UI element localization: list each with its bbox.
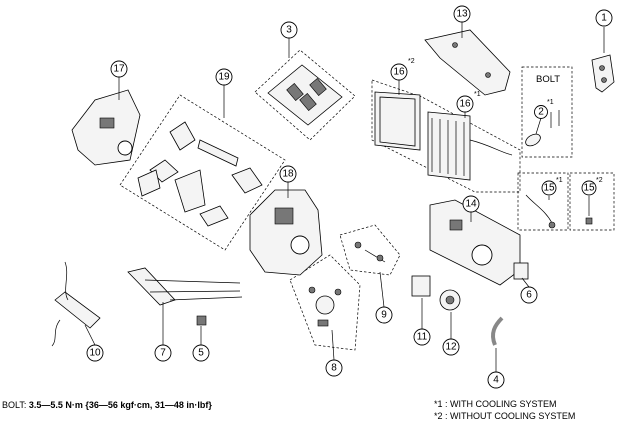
- svg-text:14: 14: [465, 199, 477, 210]
- callout-16b: 16: [456, 95, 474, 113]
- svg-text:6: 6: [526, 290, 532, 301]
- callout-14: 14: [462, 195, 480, 213]
- group-box-15a: [517, 172, 569, 231]
- svg-text:11: 11: [417, 332, 428, 343]
- part-heater-case-upper: [71, 89, 141, 166]
- part-resistor: [411, 275, 431, 297]
- part-pad: [591, 54, 615, 93]
- svg-text:4: 4: [493, 375, 499, 386]
- svg-text:10: 10: [89, 348, 101, 359]
- svg-text:3: 3: [286, 25, 292, 36]
- legend-item: *1 : WITH COOLING SYSTEM: [434, 399, 557, 409]
- part-linkage: [354, 241, 386, 263]
- part-motor-assembly: [308, 286, 342, 327]
- part-blower-motor: [439, 289, 461, 311]
- part-filter-a: [374, 91, 421, 151]
- svg-text:5: 5: [198, 348, 204, 359]
- callout-12: 12: [442, 338, 460, 356]
- bolt-torque-spec: BOLT: 3.5—5.5 N·m {36—56 kgf·cm, 31—48 i…: [2, 400, 212, 411]
- svg-text:17: 17: [113, 64, 125, 75]
- callout-3: 3: [280, 21, 298, 39]
- group-box-8: [289, 254, 361, 351]
- part-sensor-clip: [585, 217, 593, 225]
- callout-4: 4: [487, 371, 505, 389]
- svg-text:15: 15: [543, 183, 555, 194]
- callout-13: 13: [453, 5, 471, 23]
- group-box-19: [119, 94, 286, 251]
- callout-11: 11: [413, 328, 431, 346]
- callout-17: 17: [110, 60, 128, 78]
- part-evaporator: [427, 111, 513, 181]
- svg-text:8: 8: [331, 363, 337, 374]
- part-lower-case: [429, 199, 521, 286]
- mark-15a: *1: [556, 177, 563, 184]
- mark-16b: *1: [474, 91, 481, 98]
- svg-text:16: 16: [393, 67, 405, 78]
- callout-1: 1: [595, 9, 613, 27]
- group-box-9: [339, 224, 401, 276]
- callout-9: 9: [375, 306, 393, 324]
- mark-16a: *2: [408, 58, 415, 65]
- callout-2: 2: [534, 105, 548, 119]
- part-sensor-lead: [525, 194, 556, 229]
- svg-text:12: 12: [445, 342, 457, 353]
- svg-text:15: 15: [583, 183, 595, 194]
- svg-text:7: 7: [160, 348, 166, 359]
- svg-text:18: 18: [282, 169, 294, 180]
- svg-text:9: 9: [381, 310, 387, 321]
- part-door-set: [137, 121, 263, 227]
- part-heater-core: [127, 267, 243, 306]
- part-wiring-module: [51, 261, 101, 347]
- part-filter-frame: [267, 64, 343, 126]
- group-box-15b: [569, 172, 615, 231]
- part-drain-hose: [491, 316, 504, 346]
- part-heater-unit: [249, 189, 323, 276]
- callout-10: 10: [86, 344, 104, 362]
- callout-18: 18: [279, 165, 297, 183]
- callout-6: 6: [520, 286, 538, 304]
- svg-text:13: 13: [456, 9, 468, 20]
- part-bolt-bracket: [525, 110, 560, 147]
- bolt-spec-label: BOLT:: [2, 400, 29, 410]
- callout-15b: 15: [581, 180, 597, 196]
- callout-16a: 16: [390, 63, 408, 81]
- callout-15a: 15: [541, 180, 557, 196]
- group-box-bolt: [521, 66, 573, 158]
- part-actuator: [513, 262, 529, 280]
- callout-8: 8: [325, 359, 343, 377]
- callout-7: 7: [154, 344, 172, 362]
- svg-text:2: 2: [538, 107, 544, 118]
- callout-5: 5: [192, 344, 210, 362]
- callout-19: 19: [215, 68, 233, 86]
- footnote-legend: *1 : WITH COOLING SYSTEM *2 : WITHOUT CO…: [434, 398, 575, 422]
- svg-text:19: 19: [218, 72, 230, 83]
- mark-15b: *2: [596, 177, 603, 184]
- bolt-box-title: BOLT: [536, 74, 560, 85]
- legend-item: *2 : WITHOUT COOLING SYSTEM: [434, 411, 576, 421]
- group-box-3: [254, 49, 356, 141]
- part-clamp: [196, 315, 207, 326]
- svg-text:16: 16: [459, 99, 471, 110]
- part-upper-duct: [424, 29, 511, 96]
- group-box-16-pair: [371, 79, 521, 193]
- svg-text:1: 1: [601, 13, 607, 24]
- mark-2: *1: [547, 99, 554, 106]
- bolt-spec-value: 3.5—5.5 N·m {36—56 kgf·cm, 31—48 in·lbf}: [28, 400, 212, 410]
